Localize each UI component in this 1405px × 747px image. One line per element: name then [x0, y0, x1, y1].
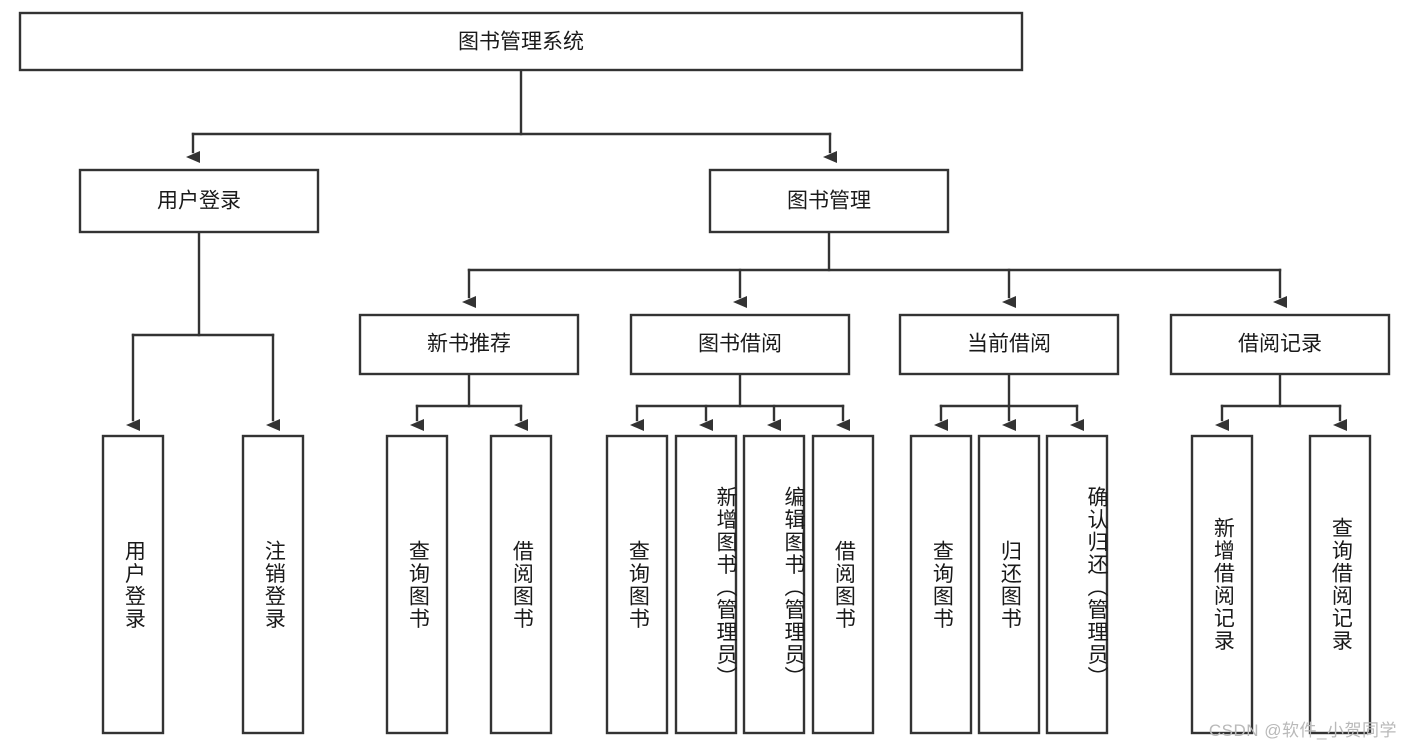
node-borrow-records[interactable]: 借阅记录 [1169, 313, 1391, 376]
leaf-box-borrow-query[interactable] [605, 434, 669, 735]
leaf-box-logout[interactable] [241, 434, 305, 735]
node-borrow-records-label: 借阅记录 [1238, 333, 1322, 356]
connector-recommend-to-leaves [410, 372, 528, 431]
node-user-login-label: 用户登录 [157, 190, 241, 213]
node-new-book-recommend[interactable]: 新书推荐 [358, 313, 580, 376]
node-current-borrow-label: 当前借阅 [967, 333, 1051, 356]
connector-borrow-to-leaves [630, 372, 850, 431]
connector-root-to-level2 [186, 68, 837, 163]
node-root[interactable]: 图书管理系统 [18, 11, 1024, 72]
connector-current-to-leaves [934, 372, 1084, 431]
leaf-box-records-add[interactable] [1190, 434, 1254, 735]
node-user-login[interactable]: 用户登录 [78, 168, 320, 234]
node-book-management[interactable]: 图书管理 [708, 168, 950, 234]
leaf-box-records-query[interactable] [1308, 434, 1372, 735]
leaf-box-current-return[interactable] [977, 434, 1041, 735]
leaf-box-user-login[interactable] [101, 434, 165, 735]
node-book-management-label: 图书管理 [787, 190, 871, 213]
node-root-label: 图书管理系统 [458, 31, 584, 54]
watermark-text: CSDN @软件_小贺同学 [1208, 721, 1397, 740]
leaf-box-current-query[interactable] [909, 434, 973, 735]
leaf-box-borrow-edit[interactable] [742, 434, 806, 735]
connector-records-to-leaves [1215, 372, 1347, 431]
connector-bookmgmt-to-level3 [462, 230, 1287, 308]
node-current-borrow[interactable]: 当前借阅 [898, 313, 1120, 376]
leaf-box-recommend-borrow[interactable] [489, 434, 553, 735]
connector-userlogin-to-leaves [126, 230, 280, 431]
node-book-borrow[interactable]: 图书借阅 [629, 313, 851, 376]
leaf-box-borrow-add[interactable] [674, 434, 738, 735]
leaf-box-recommend-query[interactable] [385, 434, 449, 735]
node-new-book-recommend-label: 新书推荐 [427, 333, 511, 356]
node-book-borrow-label: 图书借阅 [698, 333, 782, 356]
leaf-box-current-confirm[interactable] [1045, 434, 1109, 735]
leaf-box-borrow-borrow[interactable] [811, 434, 875, 735]
